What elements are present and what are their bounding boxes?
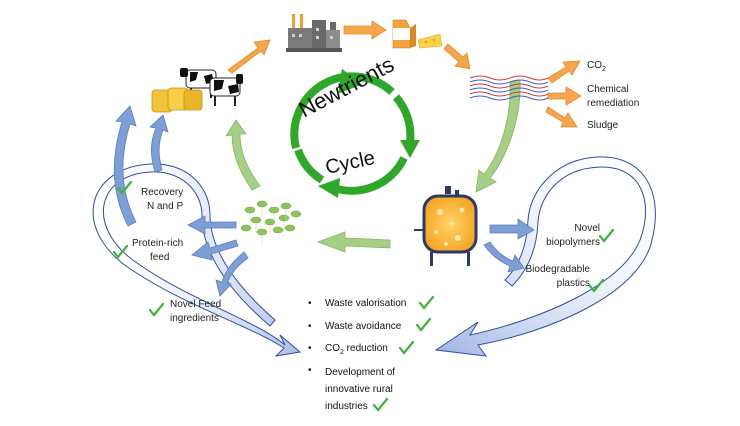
arrow-reactor-to-plastics — [483, 241, 525, 273]
check-plastics — [588, 278, 605, 293]
label-biopolymers-line1: Novel — [574, 223, 600, 234]
benefit-line-2: innovative rural — [325, 384, 393, 395]
benefit-text: Development of innovative rural industri… — [325, 364, 395, 415]
cycle-arrow-top — [290, 72, 395, 149]
label-plastics: Biodegradable plastics — [522, 263, 591, 291]
benefit-text: Waste avoidance — [325, 321, 402, 332]
check-benefit-2 — [415, 317, 432, 332]
benefit-line-3: industries — [325, 401, 368, 412]
label-recovery-line2: N and P — [147, 201, 184, 212]
arrow-water-to-reactor — [475, 79, 521, 193]
bullet: • — [308, 298, 312, 309]
right-outline-arrow — [434, 156, 656, 357]
label-co2: CO2 — [587, 59, 606, 77]
water-streams-icon — [469, 75, 549, 101]
benefit-text: Waste valorisation — [325, 298, 407, 309]
label-chemical: Chemical remediation — [587, 83, 639, 111]
label-protein-feed: Protein-rich feed — [132, 237, 183, 265]
arrow-to-sludge — [545, 106, 578, 128]
bullet: • — [308, 365, 312, 376]
duckweed-icon — [240, 200, 302, 243]
label-chemical-line1: Chemical — [587, 84, 629, 95]
label-chemical-line2: remediation — [587, 98, 640, 109]
light-green-arrows — [225, 79, 521, 253]
arrow-duckweed-to-cows — [225, 119, 261, 191]
label-co2-text: CO — [587, 60, 602, 71]
arrow-factory-to-dairy — [343, 20, 387, 40]
check-benefit-1 — [418, 295, 435, 310]
label-protein-line2: feed — [150, 252, 170, 263]
label-novel-feed-line2: ingredients — [170, 313, 219, 324]
arrow-feed-to-hay — [149, 114, 169, 173]
factory-icon — [286, 14, 342, 52]
check-benefit-3 — [398, 340, 415, 355]
arrow-to-co2 — [547, 60, 581, 84]
bullet: • — [308, 321, 312, 332]
arrow-duckweed-to-recovery — [187, 215, 237, 235]
bullet: • — [308, 343, 312, 354]
label-biopolymers: Novel biopolymers — [540, 222, 600, 250]
check-benefit-4 — [372, 397, 389, 412]
arrow-cows-to-factory — [227, 39, 271, 74]
check-recovery — [116, 180, 133, 195]
label-sludge: Sludge — [587, 119, 618, 133]
benefit-text-after: reduction — [343, 343, 388, 354]
cycle-arrow-left — [294, 148, 325, 184]
label-recovery: Recovery N and P — [141, 186, 183, 214]
hay-bales-icon — [151, 87, 203, 113]
label-novel-feed: Novel Feed ingredients — [170, 298, 221, 326]
cows-icon — [180, 68, 243, 106]
label-recovery-line1: Recovery — [141, 187, 184, 198]
arrow-duckweed-to-novelfeed — [215, 251, 249, 297]
label-biopolymers-line2: biopolymers — [546, 237, 600, 248]
check-feed — [112, 244, 129, 259]
arrow-dairy-to-water — [443, 43, 471, 70]
arrow-reactor-to-biopolymers — [489, 218, 535, 240]
cycle-arrow-bottom — [332, 156, 408, 195]
benefit-text-part: CO — [325, 343, 340, 354]
arrow-to-chemical — [547, 86, 582, 106]
arrow-reactor-to-duckweed — [316, 231, 391, 253]
benefit-line-1: Development of — [325, 367, 396, 378]
check-novel-feed — [148, 302, 165, 317]
label-sludge-text: Sludge — [587, 120, 619, 131]
benefit-text: CO2 reduction — [325, 342, 388, 360]
benefit-sub: 2 — [340, 349, 344, 356]
bioreactor-icon — [414, 186, 478, 266]
label-novel-feed-line1: Novel Feed — [170, 299, 222, 310]
blue-arrows — [113, 105, 535, 297]
arrow-recovery-to-hay — [113, 105, 137, 227]
arrow-duckweed-to-feed — [191, 239, 239, 261]
label-protein-line1: Protein-rich — [132, 238, 184, 249]
cycle-arrow-right — [392, 94, 415, 143]
dairy-products-icon — [392, 19, 443, 49]
label-plastics-line1: Biodegradable — [525, 264, 591, 275]
label-co2-sub: 2 — [602, 66, 606, 73]
check-marks — [112, 180, 615, 412]
orange-arrows — [227, 20, 582, 128]
newtrients-cycle: Newtrients Cycle — [290, 52, 420, 198]
check-biopolymers — [598, 228, 615, 243]
cycle-word-2: Cycle — [323, 147, 376, 179]
label-plastics-line2: plastics — [556, 278, 590, 289]
